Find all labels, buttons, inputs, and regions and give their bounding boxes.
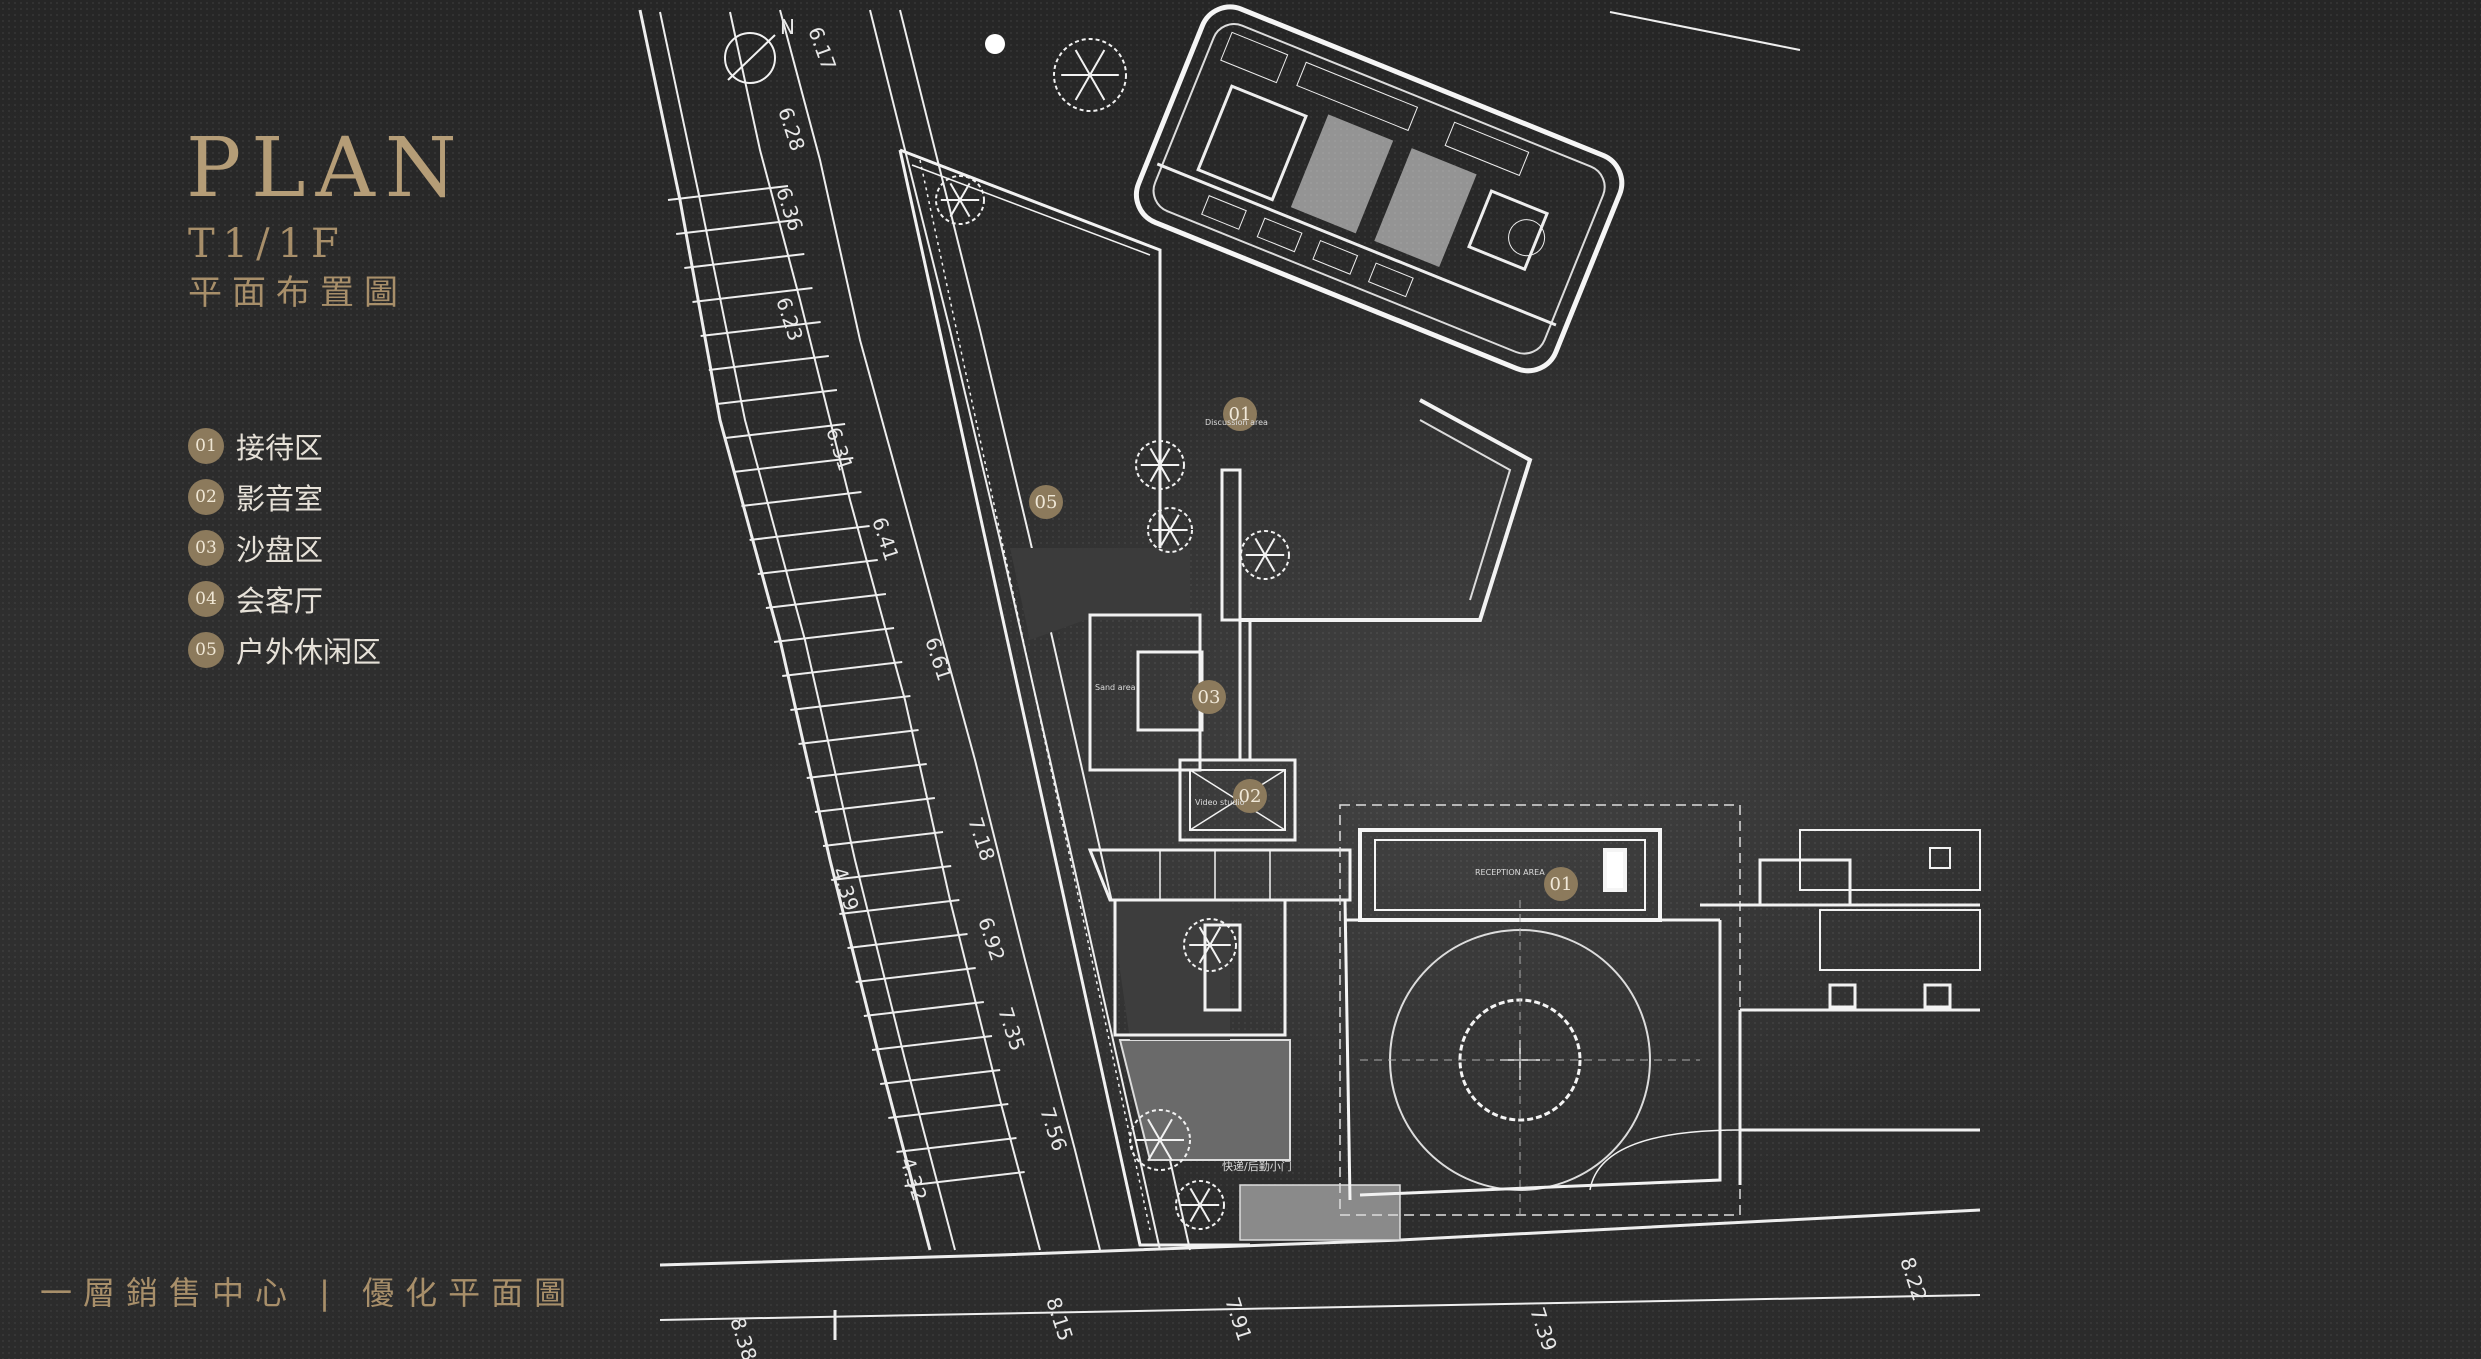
- label-sand-area: Sand area: [1095, 683, 1136, 692]
- parking-stripe: [896, 1137, 1017, 1153]
- parking-stripe: [839, 899, 960, 915]
- tree-icon: [1135, 440, 1185, 490]
- parking-stripe: [757, 559, 878, 575]
- parking-stripe: [676, 219, 797, 235]
- parking-stripe: [880, 1069, 1001, 1085]
- legend-badge: 02: [188, 478, 224, 515]
- parking-stripe: [667, 185, 789, 201]
- tree-icon: [935, 175, 985, 225]
- elevation-label: 4.32: [895, 1154, 932, 1204]
- legend: 01 接待区 02 影音室 03 沙盘区 04 会客厅 05 户外休闲区: [188, 420, 381, 675]
- parking-stripe: [814, 797, 935, 813]
- parking-stripe: [725, 423, 846, 439]
- legend-label: 会客厅: [236, 583, 324, 618]
- footer-caption: 一層銷售中心 | 優化平面圖: [40, 1274, 578, 1312]
- parking-stripe: [831, 865, 952, 881]
- legend-item: 04 会客厅: [188, 573, 381, 624]
- parking-stripe: [716, 389, 838, 405]
- parking-stripe: [773, 627, 895, 643]
- parking-stripe: [822, 831, 944, 847]
- parking-stripe: [871, 1035, 993, 1051]
- tree-icon: [1129, 1109, 1191, 1171]
- parking-stripe: [749, 525, 870, 541]
- page-subtitle: 平面布置圖: [188, 273, 408, 313]
- parking-stripe: [798, 729, 919, 745]
- legend-badge: 03: [188, 529, 224, 566]
- legend-label: 户外休闲区: [236, 634, 382, 669]
- legend-badge: 05: [188, 631, 224, 668]
- tree-icon: [1240, 530, 1290, 580]
- parking-stripe: [684, 253, 805, 269]
- legend-item: 01 接待区: [188, 420, 381, 471]
- legend-badge: 01: [188, 427, 224, 464]
- tree-icon: [1183, 918, 1237, 972]
- elevation-label: 6.41: [867, 514, 904, 564]
- elevation-label: 7.56: [1035, 1104, 1072, 1154]
- floor-label: T1/1F: [188, 221, 347, 267]
- plan-badge-03: 03: [1198, 687, 1221, 708]
- elevation-label: 8.38: [725, 1314, 762, 1359]
- parking-stripe: [741, 491, 862, 507]
- parking-stripe: [888, 1103, 1009, 1119]
- plan-badge-05: 05: [1035, 492, 1058, 513]
- north-label: N: [780, 15, 795, 39]
- north-arrow-icon: N: [724, 15, 795, 84]
- elevation-label: 8.15: [1041, 1294, 1078, 1344]
- label-discussion-area: Discussion area: [1205, 418, 1268, 427]
- parking-stripe: [790, 695, 911, 711]
- elevation-label: 6.31: [821, 424, 858, 474]
- elevation-label: 7.91: [1220, 1294, 1257, 1344]
- parking-stripe: [708, 355, 829, 371]
- elevation-label: 7.39: [1525, 1304, 1562, 1354]
- label-reception-area: RECEPTION AREA: [1475, 868, 1545, 877]
- plan-badge-02: 02: [1239, 786, 1262, 807]
- elevation-label: 6.23: [771, 294, 808, 344]
- plan-badge-01b: 01: [1550, 874, 1573, 895]
- tree-icon: [1147, 507, 1193, 553]
- legend-label: 接待区: [236, 430, 324, 465]
- tree-icon: [1053, 38, 1127, 112]
- tree-icon: [1175, 1180, 1225, 1230]
- legend-item: 03 沙盘区: [188, 522, 381, 573]
- parking-stripe: [765, 593, 887, 609]
- legend-badge: 04: [188, 580, 224, 617]
- parking-stripe: [855, 967, 976, 983]
- elevation-label: 6.17: [803, 24, 841, 74]
- label-video-studio: Video studio: [1195, 798, 1245, 807]
- parking-stripe: [806, 763, 927, 779]
- parking-stripe: [863, 1001, 984, 1017]
- parking-stripe: [700, 321, 821, 337]
- elevation-label: 6.92: [973, 914, 1010, 964]
- parking-stripe: [733, 457, 854, 473]
- parking-stripe: [904, 1171, 1025, 1187]
- legend-item: 05 户外休闲区: [188, 624, 381, 675]
- legend-item: 02 影音室: [188, 471, 381, 522]
- legend-label: 影音室: [236, 481, 324, 516]
- page-title: PLAN: [186, 121, 467, 216]
- elevation-label: 7.35: [993, 1004, 1030, 1054]
- label-service-gate: 快递/后勤小门: [1222, 1159, 1292, 1173]
- elevation-label: 6.28: [773, 104, 810, 154]
- parking-stripe: [782, 661, 903, 677]
- elevation-label: 7.18: [963, 814, 1000, 864]
- parking-stripe: [692, 287, 813, 303]
- elevation-label: 6.61: [920, 634, 957, 684]
- parking-stripe: [847, 933, 968, 949]
- plan-badge-01a: 01: [1229, 404, 1252, 425]
- legend-label: 沙盘区: [236, 532, 324, 567]
